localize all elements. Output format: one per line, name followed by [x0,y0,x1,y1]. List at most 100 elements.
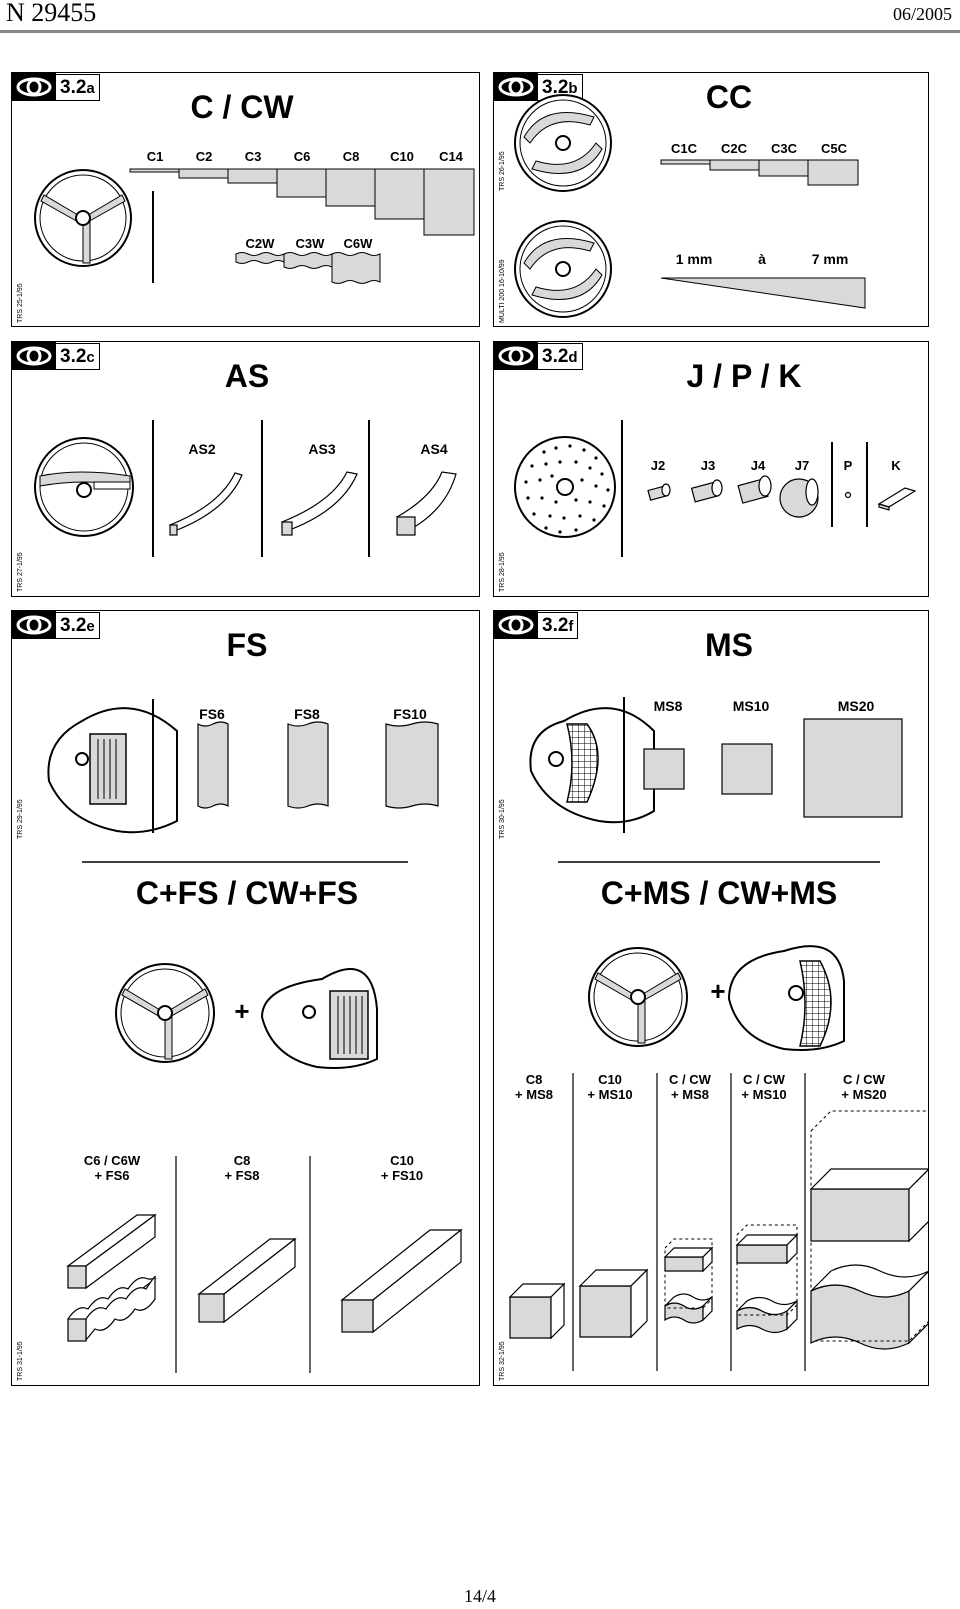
panel-title: C / CW [190,89,294,125]
panel-3-2f: 3.2f MS TRS 30-1/95 MS8 MS10 MS20 C+MS /… [493,610,929,1386]
range-to: 7 mm [811,251,849,267]
panel-3-2a: 3.2a C / CW TRS 25-1/95 C1 C2 C3 C6 C8 C… [11,72,480,327]
section-badge: 3.2f [494,611,579,639]
section-badge: 3.2a [12,73,100,101]
plus-sign: + [234,996,250,1026]
label-ms8: MS8 [653,698,683,714]
label-c2w: C2W [245,236,275,251]
combo-title: C+MS / CW+MS [600,875,838,911]
label-j2: J2 [650,458,666,473]
label-c3: C3 [244,149,262,164]
panel-3-2d-drawing [514,420,917,557]
label-c2: C2 [195,149,213,164]
header-rule [0,30,960,33]
combo-label-c10-fs10: C10 + FS10 [380,1153,424,1183]
label-as3: AS3 [308,441,336,457]
panel-title: MS [705,627,753,663]
combo-title: C+FS / CW+FS [135,875,359,911]
panel-title: J / P / K [686,358,802,394]
section-number: 3.2e [56,611,100,639]
combo-label-ccw-ms20: C / CW + MS20 [841,1072,887,1102]
j2-shape [647,483,671,501]
grating-disc-icon [514,436,616,538]
slice-thickness-steps [129,168,475,236]
label-c2c: C2C [720,141,747,156]
cc-slice-steps [660,159,859,186]
range-from: 1 mm [675,251,713,267]
label-fs6: FS6 [199,706,225,722]
label-fs8: FS8 [294,706,320,722]
crinkle-disc-top-icon [514,94,612,192]
panel-3-2b-drawing [514,94,866,318]
label-c1: C1 [146,149,164,164]
slicing-disc-icon [34,169,132,267]
label-c6: C6 [293,149,311,164]
page-number: 14/4 [463,1586,496,1606]
section-badge: 3.2b [494,73,583,101]
eye-icon [494,342,538,370]
label-c10: C10 [390,149,414,164]
label-c14: C14 [439,149,463,164]
eye-icon [494,611,538,639]
combo-label-ccw-ms10: C / CW + MS10 [741,1072,787,1102]
ms-cubes [643,718,903,818]
eye-icon [494,73,538,101]
section-badge: 3.2d [494,342,583,370]
label-fs10: FS10 [393,706,427,722]
label-ms10: MS10 [732,698,770,714]
combo-french-fry-disc-icon [260,968,378,1069]
section-number: 3.2a [56,73,100,101]
j7-shape [779,478,819,518]
document-date: 06/2005 [892,4,952,24]
plus-sign: + [710,976,726,1006]
combo-slicing-disc-icon [115,963,215,1063]
panel-title: FS [226,627,268,663]
thickness-wedge [660,277,866,309]
combo-dice [508,1168,928,1350]
label-as4: AS4 [420,441,448,457]
p-shape [844,491,852,499]
j3-shape [690,479,723,503]
label-c3c: C3C [770,141,797,156]
fs-sticks [197,721,439,809]
section-number: 3.2f [538,611,579,639]
label-k: K [891,458,901,473]
label-p: P [843,458,853,473]
panel-3-2e: 3.2e FS TRS 29-1/95 FS6 FS8 FS10 C+FS / … [11,610,480,1386]
combo-label-ccw-ms8: C / CW + MS8 [669,1072,711,1102]
combo-label-c8-fs8: C8 + FS8 [224,1153,260,1183]
section-number: 3.2d [538,342,583,370]
dashed-outlines [664,1110,928,1342]
combo-label-c8-ms8: C8 + MS8 [515,1072,553,1102]
combo-label-c10-ms10: C10 + MS10 [587,1072,633,1102]
panel-3-2b: 3.2b CC TRS 26-1/95 MULTI 200 16-10/99 C… [493,72,929,327]
as-sticks [168,471,457,536]
combo-slicing-disc-icon [588,947,688,1047]
combo-fries [66,1213,463,1342]
combo-label-c6-fs6: C6 / C6W + FS6 [83,1153,141,1183]
combo-dicing-disc-icon [727,945,845,1051]
section-badge: 3.2e [12,611,100,639]
label-c8: C8 [342,149,360,164]
label-ms20: MS20 [837,698,875,714]
grated-cylinders [647,475,917,518]
wavy-slices [235,252,381,284]
panel-3-2e-drawing [47,699,463,1373]
panel-3-2c-drawing [34,420,457,557]
label-j4: J4 [750,458,766,473]
k-shape [877,487,917,511]
dicing-disc-icon [529,707,655,824]
section-badge: 3.2c [12,342,100,370]
crinkle-disc-bottom-icon [514,220,612,318]
panel-title: CC [705,79,753,115]
panel-3-2f-drawing [508,697,928,1371]
document-number: N 29455 [6,0,97,27]
eye-icon [12,611,56,639]
j4-shape [737,475,772,504]
french-fry-disc-icon [47,707,178,834]
panel-3-2d: 3.2d J / P / K TRS 28-1/95 J2 J3 J4 J7 P… [493,341,929,597]
section-number: 3.2c [56,342,100,370]
panel-3-2a-drawing [34,168,475,284]
label-c5c: C5C [820,141,847,156]
label-as2: AS2 [188,441,216,457]
